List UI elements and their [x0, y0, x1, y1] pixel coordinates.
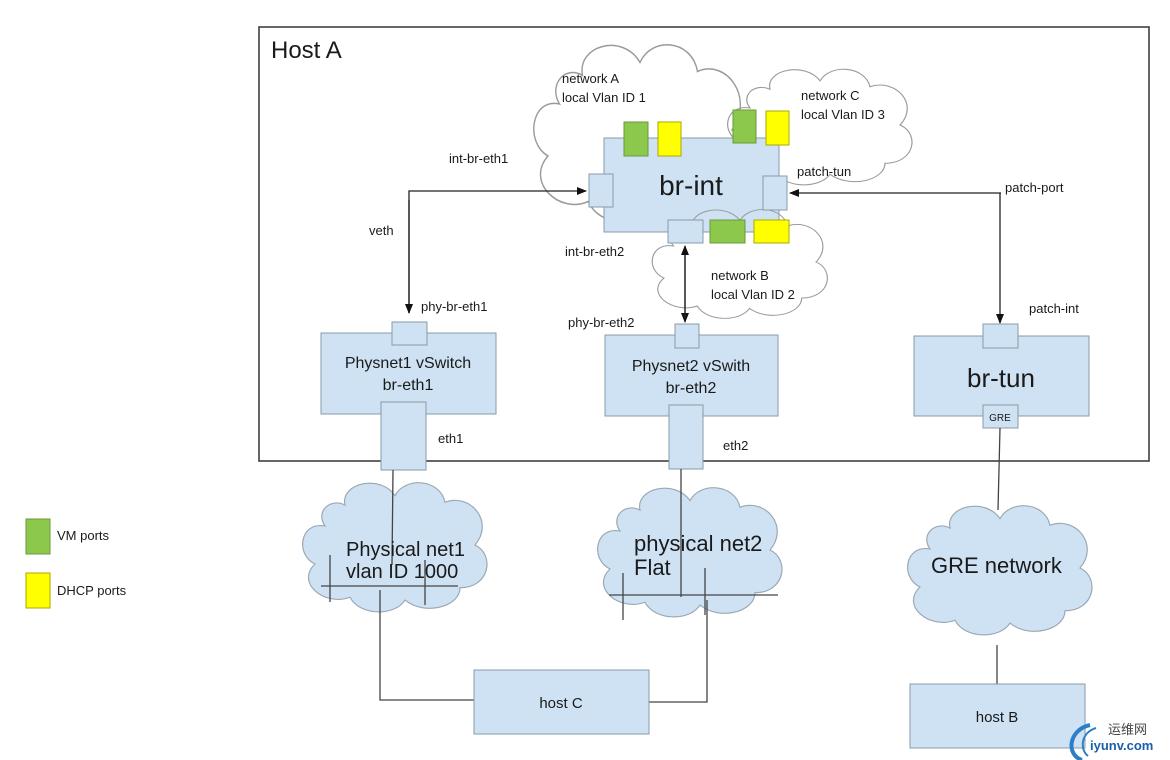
eth1-wire: [391, 469, 394, 566]
physical-net1-line1: Physical net1: [346, 539, 465, 561]
network-c-dhcp-port[interactable]: [765, 110, 790, 146]
patch-int-port[interactable]: [982, 323, 1019, 349]
patch-int-label: patch-int: [1029, 301, 1079, 316]
int-br-eth2-port[interactable]: [667, 219, 704, 244]
br-eth1-line2: br-eth1: [383, 377, 434, 394]
host-a-title: Host A: [271, 37, 342, 64]
watermark-logo: 运维网 iyunv.com: [1069, 723, 1153, 760]
int-br-eth1-label: int-br-eth1: [449, 151, 508, 166]
legend-dhcp-label: DHCP ports: [57, 583, 127, 598]
legend-dhcp-swatch: [25, 572, 51, 609]
host-c-wire-right: [648, 600, 708, 703]
watermark-arc-icon: [1069, 723, 1091, 760]
patch-tun-label: patch-tun: [797, 164, 851, 179]
veth-link: [408, 187, 587, 313]
patch-port-label: patch-port: [1005, 180, 1064, 195]
eth2-label: eth2: [723, 438, 748, 453]
host-c-wire-left: [379, 590, 474, 701]
gre-wire-top: [997, 427, 1001, 511]
physical-net2-line1: physical net2: [634, 531, 762, 556]
host-c-box[interactable]: [473, 669, 650, 735]
host-a-frame: [258, 26, 1150, 462]
phy-br-eth2-label: phy-br-eth2: [568, 315, 634, 330]
network-a-line2: local Vlan ID 1: [562, 90, 646, 105]
watermark-arc-inner-icon: [1081, 727, 1097, 757]
physical-net2-line2: Flat: [634, 555, 671, 580]
network-a-dhcp-port[interactable]: [657, 121, 682, 157]
host-b-box[interactable]: [909, 683, 1086, 749]
int-br-eth1-port[interactable]: [588, 173, 614, 208]
br-eth2-line1: Physnet2 vSwith: [632, 358, 750, 375]
gre-port[interactable]: [982, 404, 1019, 429]
network-b-dhcp-port[interactable]: [753, 219, 790, 244]
eth2-port[interactable]: [668, 404, 704, 470]
br-int-label: br-int: [659, 170, 723, 201]
legend-vm-label: VM ports: [57, 528, 110, 543]
phy-br-eth1-label: phy-br-eth1: [421, 299, 487, 314]
int-br-eth2-label: int-br-eth2: [565, 244, 624, 259]
network-a-vm-port[interactable]: [623, 121, 649, 157]
br-eth2-line2: br-eth2: [666, 380, 717, 397]
gre-port-label: GRE: [989, 413, 1011, 424]
watermark-line1: 运维网: [1108, 723, 1147, 738]
host-b-label: host B: [976, 709, 1019, 726]
br-tun-bridge[interactable]: [913, 335, 1090, 417]
network-b-line1: network B: [711, 268, 769, 283]
network-c-vm-port[interactable]: [732, 109, 757, 144]
veth-label: veth: [369, 223, 394, 238]
eth1-port[interactable]: [380, 401, 427, 471]
legend-vm-swatch: [25, 518, 51, 555]
br-tun-label: br-tun: [967, 363, 1035, 393]
host-c-label: host C: [539, 695, 583, 712]
eth1-label: eth1: [438, 431, 463, 446]
br-eth1-line1: Physnet1 vSwitch: [345, 355, 471, 372]
watermark-line2: iyunv.com: [1090, 738, 1153, 753]
network-b-vm-port[interactable]: [709, 219, 746, 244]
network-b-line2: local Vlan ID 2: [711, 287, 795, 302]
physical-net1-line2: vlan ID 1000: [346, 561, 458, 583]
network-c-line2: local Vlan ID 3: [801, 107, 885, 122]
phy-br-eth1-port[interactable]: [391, 321, 428, 346]
network-a-line1: network A: [562, 71, 619, 86]
phy-br-eth2-port[interactable]: [674, 323, 700, 349]
network-c-line1: network C: [801, 88, 860, 103]
br-eth1-bridge[interactable]: [320, 332, 497, 415]
gre-network-label: GRE network: [931, 553, 1063, 578]
patch-tun-port[interactable]: [762, 175, 788, 211]
